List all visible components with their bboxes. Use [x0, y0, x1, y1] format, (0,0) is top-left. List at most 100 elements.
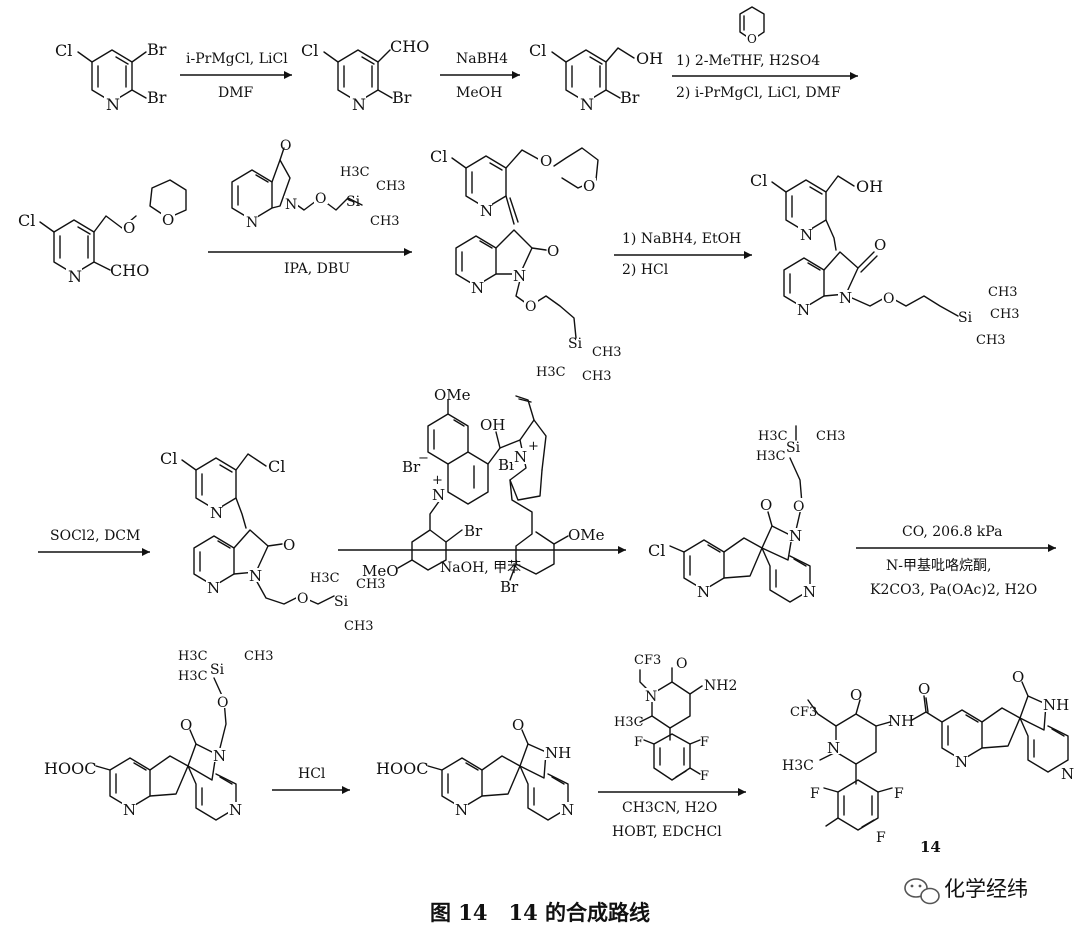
- atom-o: O: [280, 138, 291, 154]
- group-ome: OMe: [568, 526, 605, 544]
- group-nh2: NH2: [704, 678, 737, 694]
- atom-o: O: [1012, 668, 1024, 686]
- group-h3c: H3C: [782, 758, 814, 774]
- reagent-label: CH3CN, H2O: [622, 800, 717, 816]
- atom-o: O: [918, 680, 930, 698]
- group-ch3: CH3: [344, 619, 374, 634]
- atom-cl: Cl: [18, 211, 35, 230]
- atom-n: N: [800, 226, 813, 244]
- compound-spiro-chloro: Cl O N N N O Si H3C H3C CH3: [648, 425, 846, 603]
- reagent-label: K2CO3, Pa(OAc)2, H2O: [870, 582, 1037, 598]
- reaction-arrow-10: CF3 O NH2 N H3C F F F CH3CN, H2O HOBT, E…: [598, 653, 746, 840]
- atom-o: O: [512, 716, 524, 734]
- group-nh: NH: [888, 712, 914, 730]
- group-h3c: H3C: [178, 669, 208, 684]
- group-oh: OH: [636, 49, 663, 68]
- compound-alkylidene-azaoxindole: Cl O O N O N N O Si H3C CH3 CH3: [430, 147, 622, 384]
- atom-br: Br: [147, 88, 167, 107]
- group-h3c: H3C: [310, 571, 340, 586]
- group-cf3: CF3: [790, 705, 817, 720]
- atom-n: N: [480, 202, 493, 220]
- group-ch3: CH3: [582, 369, 612, 384]
- atom-n: N: [514, 448, 527, 466]
- atom-n: N: [432, 486, 445, 504]
- charge-plus: +: [528, 439, 539, 454]
- atom-n: N: [645, 689, 657, 705]
- phase-transfer-catalyst: OMe OH Br − N + Br − N + Br MeO OMe Br: [362, 386, 605, 596]
- reaction-arrow-1: i-PrMgCl, LiCl DMF: [180, 51, 292, 101]
- atom-o: O: [180, 716, 192, 734]
- atom-f: F: [894, 786, 904, 802]
- atom-n: N: [697, 583, 710, 601]
- atom-o: O: [217, 695, 228, 711]
- atom-n: N: [789, 527, 802, 545]
- group-cho: CHO: [390, 37, 429, 56]
- atom-o: O: [315, 191, 326, 207]
- group-oh: OH: [480, 416, 505, 434]
- reaction-arrow-4: O N O N Si H3C CH3 CH3 IPA, DBU: [208, 138, 412, 277]
- atom-cl: Cl: [430, 147, 447, 166]
- atom-br: Br: [392, 88, 412, 107]
- reaction-arrow-2: NaBH4 MeOH: [440, 51, 520, 101]
- atom-n: N: [955, 753, 968, 771]
- atom-f: F: [634, 735, 643, 750]
- atom-cl: Cl: [268, 457, 285, 476]
- group-nh: NH: [545, 744, 571, 762]
- reagent-label: N-甲基吡咯烷酮,: [886, 557, 991, 574]
- atom-br: Br: [147, 40, 167, 59]
- atom-o: O: [162, 211, 174, 229]
- reagent-label: 1) NaBH4, EtOH: [622, 231, 741, 247]
- group-h3c: H3C: [756, 449, 786, 464]
- atom-o: O: [883, 291, 894, 307]
- atom-cl: Cl: [160, 449, 177, 468]
- atom-o: O: [760, 496, 772, 514]
- atom-o: O: [747, 32, 757, 46]
- group-cooh: HOOC: [44, 759, 96, 778]
- atom-n: N: [827, 739, 840, 757]
- compound-label: 14: [920, 838, 941, 856]
- group-ch3: CH3: [376, 179, 406, 194]
- compound-dibromopyridine: Cl Br Br N: [55, 40, 167, 114]
- reagent-label: IPA, DBU: [284, 261, 350, 277]
- atom-br: Br: [500, 578, 519, 596]
- atom-n: N: [1061, 765, 1074, 783]
- atom-n: N: [106, 95, 120, 114]
- compound-bromo-chloro-aldehyde: Cl CHO Br N: [301, 37, 429, 114]
- group-ch3: CH3: [988, 285, 1018, 300]
- group-ch3: CH3: [592, 345, 622, 360]
- atom-o: O: [123, 219, 135, 237]
- atom-si: Si: [346, 194, 361, 210]
- reaction-arrow-7: OMe OH Br − N + Br − N + Br MeO OMe Br N…: [338, 386, 626, 596]
- compound-thp-aldehyde: Cl O O CHO N: [18, 179, 187, 286]
- atom-n: N: [455, 801, 468, 819]
- group-cooh: HOOC: [376, 759, 428, 778]
- atom-cl: Cl: [301, 41, 318, 60]
- compound-hydroxymethyl-azaoxindole: Cl OH N O N N O Si CH3 CH3 CH3: [750, 171, 1020, 348]
- group-ch3: CH3: [976, 333, 1006, 348]
- atom-n: N: [207, 579, 220, 597]
- atom-n: N: [285, 197, 297, 213]
- group-cho: CHO: [110, 261, 149, 280]
- group-nh: NH: [1043, 696, 1069, 714]
- reaction-arrow-3: O 1) 2-MeTHF, H2SO4 2) i-PrMgCl, LiCl, D…: [672, 6, 858, 101]
- reagent-label: HOBT, EDCHCl: [612, 824, 722, 840]
- aminopiperidinone-reagent: CF3 O NH2 N H3C F F F: [614, 653, 737, 784]
- group-ome: OMe: [434, 386, 471, 404]
- atom-o: O: [793, 499, 804, 515]
- group-ch3: CH3: [990, 307, 1020, 322]
- compound-spiro-acid: HOOC O NH N N: [376, 716, 574, 821]
- reagent-label: NaBH4: [456, 51, 508, 67]
- atom-n: N: [797, 301, 810, 319]
- atom-o: O: [297, 591, 308, 607]
- atom-o: O: [850, 686, 862, 704]
- reagent-label: CO, 206.8 kPa: [902, 524, 1002, 540]
- group-h3c: H3C: [178, 649, 208, 664]
- reagent-label: SOCl2, DCM: [50, 528, 140, 544]
- atom-n: N: [803, 583, 816, 601]
- figure-caption: 图 14 14 的合成路线: [430, 900, 650, 925]
- compound-sem-spiro-acid: HOOC O N N N O Si H3C H3C CH3: [44, 649, 274, 821]
- atom-f: F: [876, 830, 886, 846]
- group-ch3: CH3: [370, 214, 400, 229]
- reagent-label: 2) i-PrMgCl, LiCl, DMF: [676, 85, 841, 101]
